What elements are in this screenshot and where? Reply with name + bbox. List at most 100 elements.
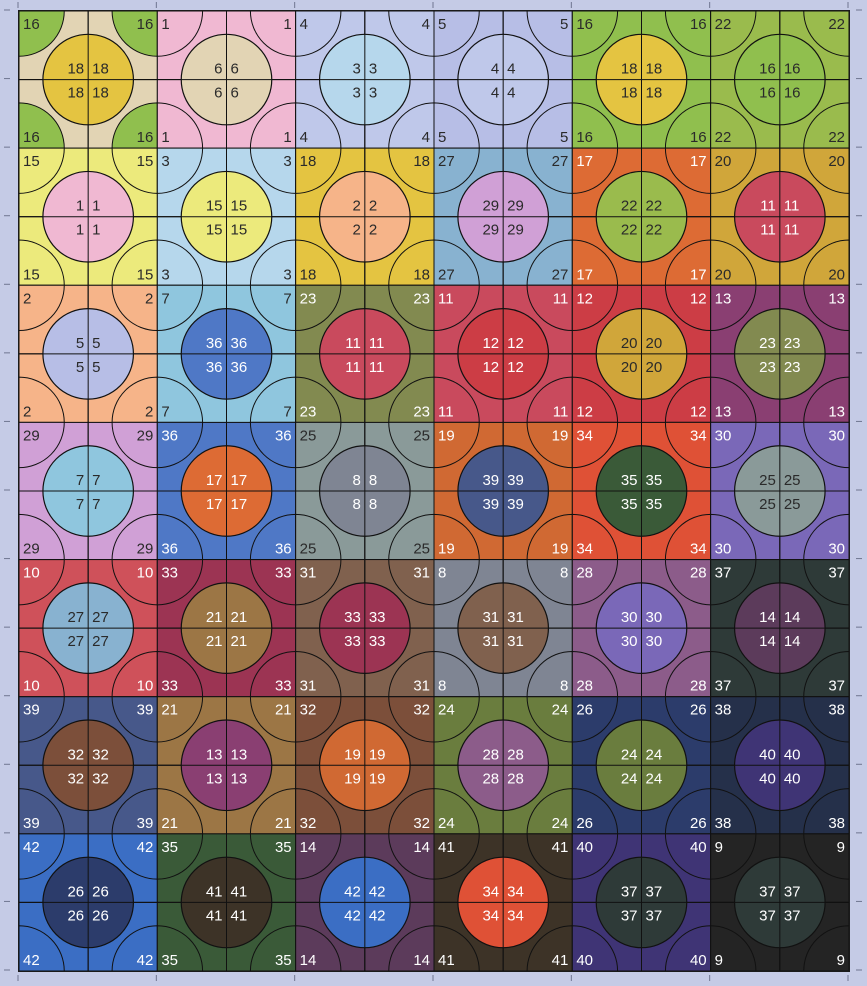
corner-label: 20 — [715, 266, 732, 283]
corner-label: 10 — [23, 565, 40, 582]
corner-label: 29 — [23, 541, 40, 558]
center-label: 35 — [646, 496, 663, 513]
center-label: 2 — [369, 198, 377, 215]
center-label: 23 — [759, 335, 776, 352]
center-label: 28 — [482, 746, 499, 763]
center-label: 11 — [784, 198, 800, 215]
center-label: 42 — [369, 883, 386, 900]
corner-label: 30 — [715, 541, 732, 558]
corner-label: 16 — [137, 129, 154, 146]
center-label: 32 — [92, 770, 109, 787]
center-label: 30 — [621, 609, 638, 626]
center-label: 37 — [759, 883, 776, 900]
corner-label: 11 — [438, 290, 454, 307]
center-label: 36 — [231, 359, 248, 376]
center-label: 42 — [344, 883, 361, 900]
corner-label: 28 — [576, 678, 593, 695]
center-label: 40 — [759, 770, 776, 787]
corner-label: 32 — [300, 702, 317, 719]
center-label: 21 — [206, 633, 223, 650]
center-label: 5 — [92, 335, 100, 352]
corner-label: 16 — [576, 16, 593, 33]
center-label: 14 — [759, 609, 776, 626]
corner-label: 18 — [300, 266, 317, 283]
corner-label: 18 — [300, 153, 317, 170]
center-label: 6 — [231, 85, 239, 102]
corner-label: 38 — [828, 815, 845, 832]
center-label: 2 — [369, 222, 377, 239]
corner-label: 26 — [576, 815, 593, 832]
corner-label: 37 — [828, 565, 845, 582]
center-label: 16 — [784, 61, 801, 78]
center-label: 35 — [621, 472, 638, 489]
center-label: 42 — [344, 907, 361, 924]
center-label: 5 — [92, 359, 100, 376]
center-label: 25 — [784, 496, 801, 513]
corner-label: 23 — [413, 403, 430, 420]
center-label: 15 — [231, 198, 248, 215]
corner-label: 8 — [438, 678, 446, 695]
center-label: 39 — [507, 472, 524, 489]
center-label: 32 — [92, 746, 109, 763]
corner-label: 20 — [828, 153, 845, 170]
corner-label: 5 — [438, 129, 446, 146]
corner-label: 22 — [715, 16, 732, 33]
center-label: 22 — [621, 222, 638, 239]
corner-label: 28 — [576, 565, 593, 582]
corner-label: 35 — [275, 839, 292, 856]
center-label: 35 — [621, 496, 638, 513]
corner-label: 11 — [553, 403, 569, 420]
center-label: 33 — [344, 633, 361, 650]
center-label: 19 — [369, 746, 386, 763]
corner-label: 19 — [438, 541, 455, 558]
corner-label: 3 — [161, 266, 169, 283]
corner-label: 37 — [828, 678, 845, 695]
corner-label: 16 — [23, 16, 40, 33]
corner-label: 32 — [413, 702, 430, 719]
center-label: 33 — [344, 609, 361, 626]
corner-label: 27 — [438, 153, 455, 170]
corner-label: 42 — [23, 839, 40, 856]
corner-label: 2 — [23, 403, 31, 420]
center-label: 37 — [784, 883, 801, 900]
corner-label: 4 — [422, 129, 430, 146]
corner-label: 30 — [715, 427, 732, 444]
center-label: 18 — [92, 61, 109, 78]
center-label: 6 — [214, 61, 222, 78]
corner-label: 27 — [552, 153, 569, 170]
corner-label: 35 — [161, 952, 178, 969]
center-label: 17 — [206, 472, 223, 489]
center-label: 1 — [76, 198, 84, 215]
corner-label: 31 — [413, 678, 430, 695]
center-label: 5 — [76, 335, 84, 352]
corner-label: 31 — [300, 565, 317, 582]
center-label: 4 — [507, 85, 515, 102]
center-label: 30 — [646, 633, 663, 650]
corner-label: 5 — [560, 129, 568, 146]
center-label: 26 — [92, 883, 109, 900]
corner-label: 29 — [137, 541, 154, 558]
center-label: 20 — [621, 335, 638, 352]
center-label: 3 — [352, 61, 360, 78]
center-label: 28 — [482, 770, 499, 787]
corner-label: 21 — [161, 702, 178, 719]
center-label: 6 — [214, 85, 222, 102]
corner-label: 24 — [552, 702, 569, 719]
corner-label: 36 — [275, 427, 292, 444]
corner-label: 21 — [275, 815, 292, 832]
corner-label: 41 — [438, 952, 455, 969]
corner-label: 13 — [828, 403, 845, 420]
center-label: 4 — [507, 61, 515, 78]
corner-label: 1 — [161, 129, 169, 146]
corner-label: 2 — [145, 290, 153, 307]
center-label: 37 — [784, 907, 801, 924]
corner-label: 40 — [576, 839, 593, 856]
corner-label: 17 — [690, 153, 707, 170]
center-label: 37 — [621, 883, 638, 900]
center-label: 30 — [646, 609, 663, 626]
corner-label: 41 — [438, 839, 455, 856]
corner-label: 42 — [137, 952, 154, 969]
center-label: 40 — [784, 770, 801, 787]
corner-label: 40 — [576, 952, 593, 969]
